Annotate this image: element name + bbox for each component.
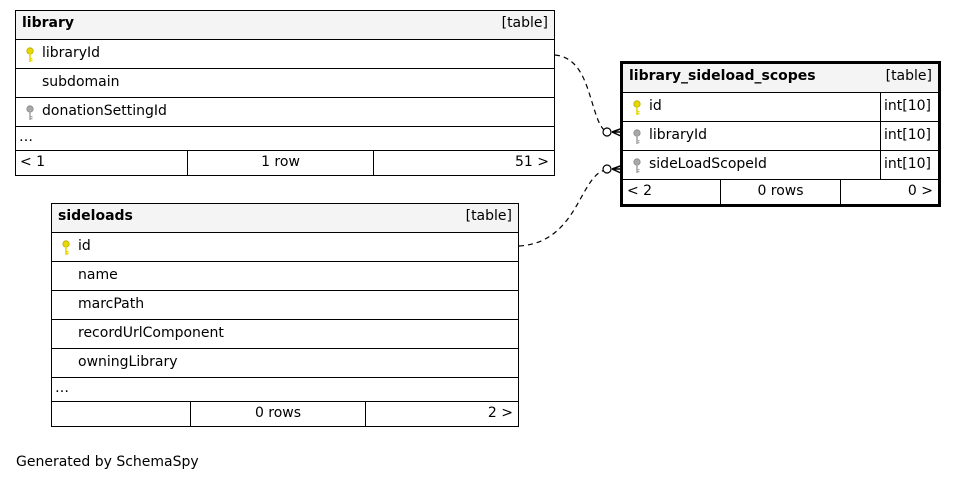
more-columns: … <box>16 127 554 151</box>
column-row[interactable]: id int[10] <box>623 93 938 122</box>
table-sideloads[interactable]: sideloads [table] id name marcPath recor… <box>51 203 519 427</box>
column-name: recordUrlComponent <box>78 325 224 341</box>
table-type: [table] <box>885 68 932 84</box>
row-count: 0 rows <box>721 180 841 204</box>
table-header: library [table] <box>16 11 554 40</box>
column-name: libraryId <box>649 127 708 143</box>
column-name: marcPath <box>78 296 145 312</box>
table-library-sideload-scopes[interactable]: library_sideload_scopes [table] id int[1… <box>620 61 941 207</box>
ellipsis: … <box>19 129 33 145</box>
primary-key-icon <box>633 100 641 115</box>
ellipsis: … <box>55 380 69 396</box>
child-count[interactable]: 2 > <box>487 405 513 421</box>
column-type: int[10] <box>880 122 938 150</box>
parent-count[interactable]: < 2 <box>623 180 721 204</box>
column-type: int[10] <box>880 93 938 121</box>
table-type: [table] <box>501 15 548 31</box>
row-count: 1 row <box>188 151 374 175</box>
child-count: 0 > <box>907 183 933 199</box>
column-row[interactable]: libraryId int[10] <box>623 122 938 151</box>
child-count[interactable]: 51 > <box>515 154 549 170</box>
row-count: 0 rows <box>191 402 366 426</box>
column-name: id <box>78 238 91 254</box>
column-name: id <box>649 98 662 114</box>
table-name: sideloads <box>58 208 133 224</box>
table-library[interactable]: library [table] libraryId subdomain dona… <box>15 10 555 176</box>
edge-zero-marker <box>602 127 612 137</box>
column-name: subdomain <box>42 74 120 90</box>
column-name: owningLibrary <box>78 354 178 370</box>
edge-library-to-scopes <box>554 54 611 134</box>
table-type: [table] <box>465 208 512 224</box>
column-name: libraryId <box>42 45 101 61</box>
foreign-key-icon <box>633 129 641 144</box>
table-name: library <box>22 15 75 31</box>
column-row[interactable]: subdomain <box>16 69 554 98</box>
edge-zero-marker <box>602 164 612 174</box>
column-row[interactable]: owningLibrary <box>52 349 518 378</box>
generated-by-note: Generated by SchemaSpy <box>16 454 199 470</box>
more-columns: … <box>52 378 518 402</box>
column-row[interactable]: recordUrlComponent <box>52 320 518 349</box>
foreign-key-icon <box>26 105 34 120</box>
table-name: library_sideload_scopes <box>629 68 816 84</box>
column-row[interactable]: marcPath <box>52 291 518 320</box>
primary-key-icon <box>26 47 34 62</box>
parent-count[interactable]: < 1 <box>16 151 188 175</box>
primary-key-icon <box>62 240 70 255</box>
column-name: name <box>78 267 118 283</box>
column-row[interactable]: sideLoadScopeId int[10] <box>623 151 938 180</box>
edge-sideloads-to-scopes <box>518 168 611 247</box>
table-header: sideloads [table] <box>52 204 518 233</box>
table-footer: 0 rows 2 > <box>52 402 518 426</box>
column-row[interactable]: name <box>52 262 518 291</box>
foreign-key-icon <box>633 158 641 173</box>
column-name: donationSettingId <box>42 103 167 119</box>
column-row[interactable]: donationSettingId <box>16 98 554 127</box>
parent-count <box>52 402 191 426</box>
table-footer: < 1 1 row 51 > <box>16 151 554 175</box>
column-name: sideLoadScopeId <box>649 156 767 172</box>
table-header: library_sideload_scopes [table] <box>623 64 938 93</box>
column-row[interactable]: libraryId <box>16 40 554 69</box>
column-row[interactable]: id <box>52 233 518 262</box>
table-footer: < 2 0 rows 0 > <box>623 180 938 204</box>
column-type: int[10] <box>880 151 938 179</box>
